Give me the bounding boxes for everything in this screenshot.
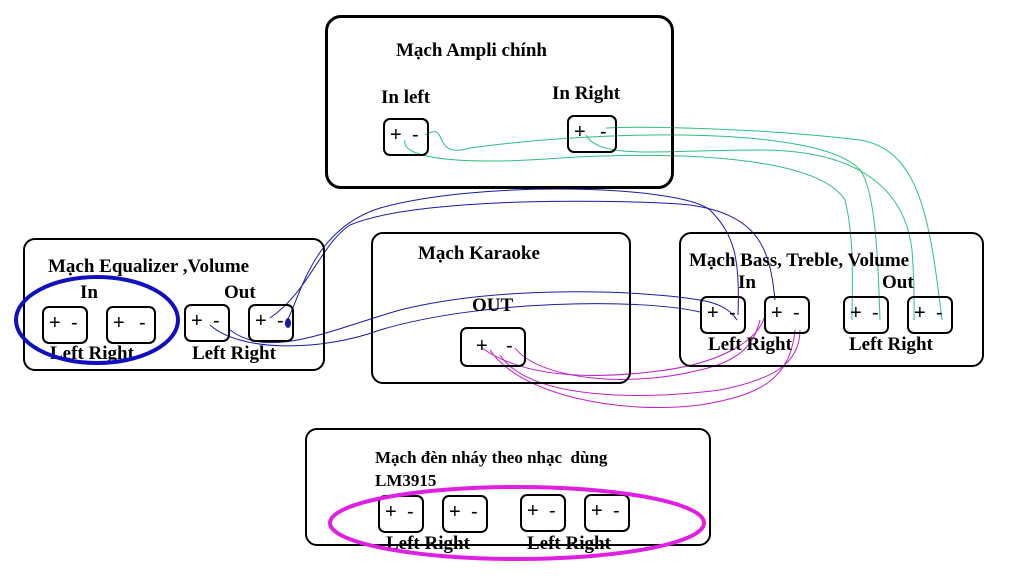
- minus-sign: -: [71, 312, 78, 334]
- bass-out-left-terminal[interactable]: + -: [843, 296, 889, 334]
- blue-wire-4: [209, 303, 701, 347]
- bass-in-right-terminal[interactable]: + -: [764, 296, 810, 334]
- minus-sign: -: [613, 500, 620, 522]
- led-in2-right-terminal[interactable]: + -: [584, 494, 630, 532]
- minus-sign: -: [936, 302, 943, 324]
- bass-out-right-terminal[interactable]: + -: [907, 296, 953, 334]
- minus-sign: -: [506, 335, 513, 357]
- plus-sign: +: [49, 312, 61, 334]
- bass-treble-in-label: In: [738, 272, 756, 293]
- solder-dot: [285, 318, 291, 328]
- blue-wire-3: [269, 200, 776, 319]
- karaoke-out-terminal[interactable]: + -: [460, 327, 526, 367]
- equalizer-in-left-terminal[interactable]: + -: [42, 306, 88, 344]
- bass-treble-out-label: Out: [882, 272, 914, 293]
- equalizer-out-right-terminal[interactable]: + -: [248, 304, 294, 342]
- green-wire-right: [605, 126, 943, 321]
- plus-sign: +: [191, 310, 203, 332]
- magenta-wire-2: [489, 329, 796, 408]
- minus-sign: -: [872, 302, 879, 324]
- karaoke-box: [371, 232, 631, 384]
- bass-out-left-right-label: Left Right: [849, 334, 933, 355]
- plus-sign: +: [385, 501, 397, 523]
- blue-wire-2: [229, 291, 738, 344]
- equalizer-out-left-right-label: Left Right: [192, 343, 276, 364]
- amplifier-in-left-label: In left: [381, 87, 431, 108]
- amplifier-in-right-label: In Right: [552, 83, 621, 104]
- equalizer-in-label: In: [80, 282, 98, 303]
- plus-sign: +: [390, 124, 402, 146]
- minus-sign: -: [471, 501, 478, 523]
- amplifier-in-right-terminal[interactable]: + -: [567, 115, 617, 153]
- blue-wire-1: [284, 188, 739, 326]
- minus-sign: -: [213, 310, 220, 332]
- led-in1-right-terminal[interactable]: + -: [442, 495, 488, 533]
- led-in2-left-right-label: Left Right: [527, 533, 611, 554]
- green-wire-left-return: [404, 139, 853, 321]
- led-in1-left-terminal[interactable]: + -: [378, 495, 424, 533]
- magenta-wire-4: [499, 329, 801, 396]
- bass-treble-title: Mạch Bass, Treble, Volume: [689, 250, 910, 271]
- amplifier-box: [325, 15, 674, 189]
- green-wire-right-return: [585, 134, 915, 321]
- karaoke-title: Mạch Karaoke: [418, 243, 540, 264]
- led-flasher-chip: LM3915: [375, 471, 437, 490]
- minus-sign: -: [793, 302, 800, 324]
- bass-in-left-terminal[interactable]: + -: [700, 296, 746, 334]
- plus-sign: +: [527, 500, 539, 522]
- equalizer-out-label: Out: [224, 282, 256, 303]
- led-flasher-box: [305, 428, 711, 546]
- equalizer-title: Mạch Equalizer ,Volume: [48, 256, 250, 277]
- minus-sign: -: [139, 312, 146, 334]
- plus-sign: +: [476, 335, 488, 357]
- equalizer-in-right-terminal[interactable]: + -: [106, 306, 156, 344]
- led-in1-left-right-label: Left Right: [386, 533, 470, 554]
- plus-sign: +: [707, 302, 719, 324]
- plus-sign: +: [771, 302, 783, 324]
- plus-sign: +: [113, 312, 125, 334]
- plus-sign: +: [591, 500, 603, 522]
- bass-in-left-right-label: Left Right: [708, 334, 792, 355]
- minus-sign: -: [600, 121, 607, 143]
- minus-sign: -: [549, 500, 556, 522]
- led-in2-left-terminal[interactable]: + -: [520, 494, 566, 532]
- led-flasher-title: Mạch đèn nháy theo nhạc dùng: [375, 448, 608, 467]
- plus-sign: +: [914, 302, 926, 324]
- bass-treble-box: [679, 232, 984, 367]
- plus-sign: +: [850, 302, 862, 324]
- equalizer-in-left-right-label: Left Right: [50, 343, 134, 364]
- amplifier-title: Mạch Ampli chính: [396, 40, 547, 61]
- green-wire-left: [424, 131, 881, 321]
- minus-sign: -: [729, 302, 736, 324]
- minus-sign: -: [407, 501, 414, 523]
- minus-sign: -: [277, 310, 284, 332]
- minus-sign: -: [412, 124, 419, 146]
- plus-sign: +: [255, 310, 267, 332]
- magenta-wire-3: [514, 319, 761, 380]
- amplifier-in-left-terminal[interactable]: + -: [383, 118, 429, 156]
- equalizer-out-left-terminal[interactable]: + -: [184, 304, 230, 342]
- plus-sign: +: [449, 501, 461, 523]
- plus-sign: +: [574, 121, 586, 143]
- karaoke-out-label: OUT: [472, 295, 514, 316]
